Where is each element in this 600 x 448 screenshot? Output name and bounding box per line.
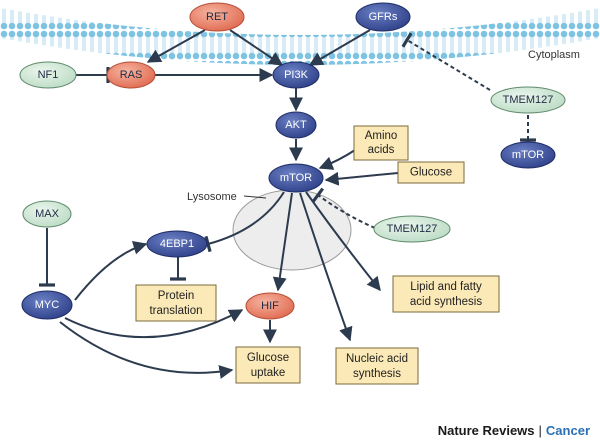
- svg-text:mTOR: mTOR: [280, 172, 312, 184]
- brand-separator: |: [538, 423, 542, 438]
- edge-glucose-mtor: [324, 171, 399, 186]
- svg-text:Lipid and fatty: Lipid and fatty: [410, 281, 482, 293]
- box-lipid-synthesis: Lipid and fatty acid synthesis: [392, 275, 500, 313]
- svg-text:translation: translation: [149, 305, 202, 317]
- cytoplasm-label: Cytoplasm: [528, 49, 580, 61]
- svg-text:AKT: AKT: [285, 119, 307, 131]
- node-akt: AKT: [275, 111, 317, 139]
- edge-myc-hif: [64, 309, 244, 339]
- svg-text:acids: acids: [368, 144, 395, 156]
- svg-text:MAX: MAX: [35, 208, 60, 220]
- edge-mtor-nucleic: [299, 192, 353, 342]
- lysosome-pointer: [243, 195, 267, 199]
- svg-text:Protein: Protein: [158, 290, 194, 302]
- svg-text:Glucose: Glucose: [410, 167, 452, 179]
- node-hif: HIF: [245, 292, 295, 320]
- node-gfrs: GFRs: [355, 2, 411, 32]
- node-mtor-small: mTOR: [500, 141, 556, 169]
- cell-membrane: [0, 8, 600, 65]
- svg-text:mTOR: mTOR: [512, 149, 544, 161]
- box-glucose: Glucose: [397, 161, 465, 184]
- edge-amino-mtor: [318, 149, 356, 170]
- edge-ret-ras: [146, 29, 206, 63]
- svg-text:uptake: uptake: [251, 367, 286, 379]
- svg-text:GFRs: GFRs: [369, 11, 398, 23]
- edge-gfrs-pi3k: [308, 29, 371, 66]
- node-tmem127-lysosome: TMEM127: [373, 215, 451, 243]
- svg-text:TMEM127: TMEM127: [503, 94, 554, 106]
- edge-tmem127-mtor: [311, 187, 376, 229]
- svg-text:TMEM127: TMEM127: [387, 223, 438, 235]
- journal-brand: Nature Reviews|Cancer: [438, 423, 590, 438]
- svg-text:acid synthesis: acid synthesis: [410, 296, 482, 308]
- svg-text:RAS: RAS: [120, 69, 143, 81]
- journal-name: Nature Reviews: [437, 423, 535, 438]
- lysosome-label: Lysosome: [187, 191, 237, 203]
- node-pi3k: PI3K: [272, 61, 320, 89]
- node-ret: RET: [189, 2, 245, 32]
- node-myc: MYC: [21, 290, 73, 320]
- svg-text:Amino: Amino: [365, 130, 398, 142]
- node-tmem127-top: TMEM127: [490, 86, 566, 114]
- svg-text:HIF: HIF: [261, 300, 279, 312]
- node-mtor: mTOR: [268, 163, 324, 193]
- edges: [39, 29, 536, 379]
- edge-mtor-4ebp1: [204, 191, 285, 253]
- svg-text:synthesis: synthesis: [353, 368, 401, 380]
- box-protein-translation: Protein translation: [135, 284, 217, 322]
- box-amino-acids: Amino acids: [353, 125, 409, 161]
- svg-text:4EBP1: 4EBP1: [160, 238, 194, 250]
- svg-text:NF1: NF1: [38, 69, 59, 81]
- edge-mtor-lipid: [305, 191, 381, 292]
- svg-text:Glucose: Glucose: [247, 352, 289, 364]
- journal-section: Cancer: [545, 423, 590, 438]
- svg-text:MYC: MYC: [35, 299, 60, 311]
- edge-ret-pi3k: [229, 29, 284, 66]
- box-nucleic-acid-synthesis: Nucleic acid synthesis: [335, 347, 419, 385]
- svg-text:Nucleic acid: Nucleic acid: [346, 353, 408, 365]
- node-max: MAX: [22, 200, 72, 228]
- edge-mtor-hif: [272, 192, 293, 292]
- node-4ebp1: 4EBP1: [146, 230, 208, 258]
- edge-myc-glucose-uptake: [59, 321, 234, 379]
- node-ras: RAS: [106, 61, 156, 89]
- edge-myc-4ebp1: [74, 240, 148, 301]
- node-nf1: NF1: [19, 61, 77, 89]
- svg-text:PI3K: PI3K: [284, 69, 309, 81]
- edge-tmem127-gfrs: [401, 32, 491, 91]
- svg-text:RET: RET: [206, 11, 228, 23]
- box-glucose-uptake: Glucose uptake: [235, 346, 301, 384]
